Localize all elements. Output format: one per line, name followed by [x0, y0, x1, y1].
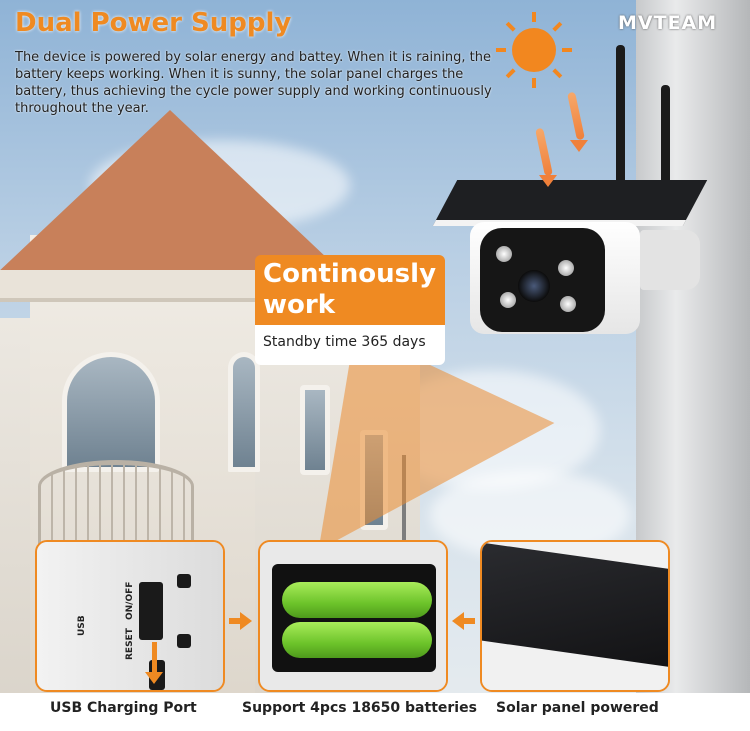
caption-usb: USB Charging Port — [50, 700, 197, 716]
house-window — [360, 430, 388, 530]
callout-headline: Continously work — [255, 255, 445, 325]
switch-label: ON/OFF — [125, 581, 135, 620]
battery-cell — [282, 622, 432, 658]
house-window — [228, 352, 260, 472]
page-description: The device is powered by solar energy an… — [15, 50, 492, 116]
ir-led — [500, 292, 516, 308]
page-title: Dual Power Supply — [15, 8, 292, 38]
camera-lens — [518, 270, 550, 302]
antenna — [661, 85, 670, 225]
antenna-mast — [402, 455, 406, 575]
house-window — [300, 385, 330, 475]
battery-panel — [258, 540, 448, 692]
brand-logo: MVTEAM — [618, 12, 718, 34]
roof-cornice — [0, 270, 300, 302]
ir-led — [558, 260, 574, 276]
switch-button — [177, 574, 191, 588]
caption-battery: Support 4pcs 18650 batteries — [242, 700, 477, 716]
camera-bracket — [640, 230, 700, 290]
ir-led — [496, 246, 512, 262]
caption-solar: Solar panel powered — [496, 700, 659, 716]
ir-led — [560, 296, 576, 312]
reset-label: RESET — [125, 628, 135, 660]
solar-panel-detail — [480, 540, 670, 692]
house-window — [62, 352, 160, 472]
callout-subtext: Standby time 365 days — [255, 325, 445, 365]
house-roof — [0, 110, 345, 275]
antenna — [616, 45, 625, 205]
reset-button — [177, 634, 191, 648]
usb-port-panel: USB ON/OFF RESET — [35, 540, 225, 692]
battery-cell — [282, 582, 432, 618]
solar-panel-top — [432, 180, 708, 226]
usb-label: USB — [77, 615, 87, 636]
caption-bar — [0, 693, 750, 731]
usb-port — [139, 582, 163, 640]
house-balcony — [38, 460, 194, 548]
